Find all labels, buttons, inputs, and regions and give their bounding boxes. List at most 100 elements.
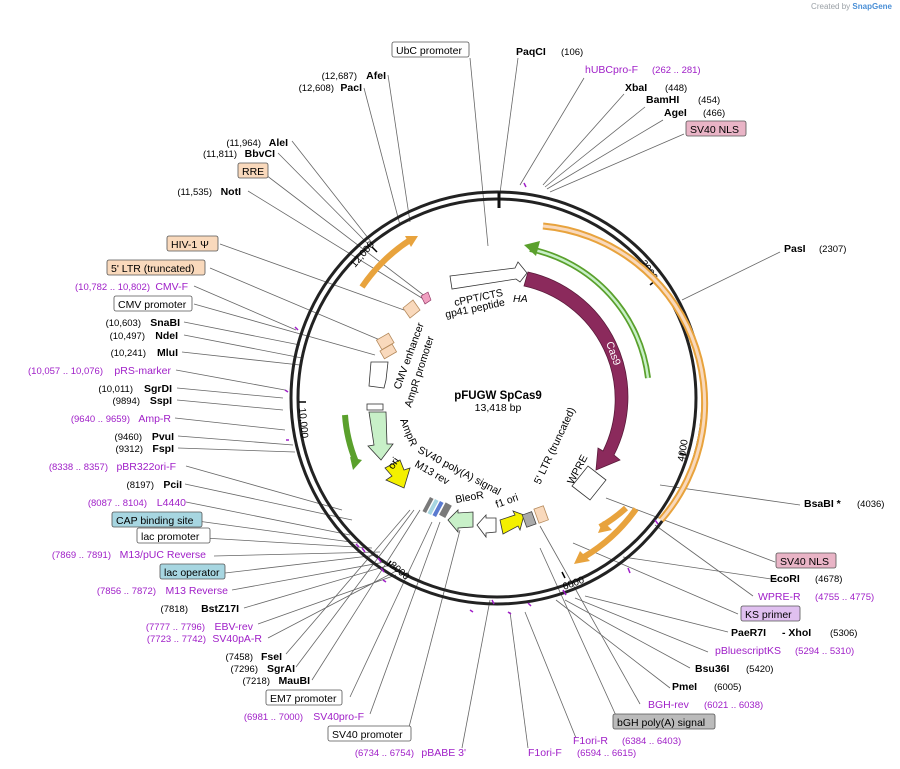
primer-pbks-pos: (5294 .. 5310) [795, 646, 854, 657]
ubc-promoter-label: UbC promoter [396, 45, 462, 57]
primers-left: CMV-F (10,782 .. 10,802) pRS-marker (10,… [28, 281, 466, 759]
orange-arrow-wpre [598, 505, 629, 530]
cmv-promoter-label: CMV promoter [118, 299, 187, 311]
primer-bgh-rev: BGH-rev [648, 699, 690, 711]
hiv-psi-label: HIV-1 Ψ [171, 239, 209, 251]
cmv-promoter-box [113, 295, 193, 312]
primer-m13-puc: M13/pUC Reverse [120, 549, 207, 561]
primer-pbabe: pBABE 3' [421, 747, 466, 759]
primers-right: hUBCpro-F (262 .. 281) WPRE-R (4755 .. 4… [528, 64, 874, 759]
outer-orange-arc-inner [542, 224, 707, 521]
feature-boxes: UbC promoter SV40 NLS RRE HIV-1 Ψ 5' LTR… [106, 41, 837, 742]
primer-l4440-pos: (8087 .. 8104) [88, 498, 147, 509]
primer-m13-puc-pos: (7869 .. 7891) [52, 550, 111, 561]
primer-pbr322: pBR322ori-F [116, 461, 176, 473]
lac-promoter-box [136, 527, 211, 544]
primer-hubc-pos: (262 .. 281) [652, 65, 701, 76]
primer-f1ori-r-pos: (6384 .. 6403) [622, 736, 681, 747]
site-pcii-pos: (8197) [127, 480, 154, 491]
cap-binding-label: CAP binding site [116, 515, 194, 527]
primer-pbr322-pos: (8338 .. 8357) [49, 462, 108, 473]
cppt-cts-arrow [449, 261, 528, 290]
primer-bgh-rev-pos: (6021 .. 6038) [704, 700, 763, 711]
site-sgrai-pos: (7296) [231, 664, 258, 675]
site-afei-pos: (12,687) [322, 71, 357, 82]
site-bsabi: BsaBI * [804, 498, 842, 510]
primer-wpre-r: WPRE-R [758, 591, 801, 603]
site-agei: AgeI [664, 107, 687, 119]
bgh-polya-label: bGH poly(A) signal [617, 717, 705, 729]
primer-prs-pos: (10,057 .. 10,076) [28, 366, 103, 377]
tick-label-12000: 12,000 [349, 239, 377, 270]
primer-sv40pro-f-pos: (6981 .. 7000) [244, 712, 303, 723]
cap-binding-box [111, 511, 203, 528]
orange-arrow-12000-head [405, 236, 418, 247]
em7-promoter-label: EM7 promoter [270, 693, 337, 705]
orange-arrow-12000 [359, 237, 412, 289]
primer-pbabe-pos: (6734 .. 6754) [355, 748, 414, 759]
ampr-promoter-box [366, 403, 384, 411]
sv40-nls-bottom-box [775, 552, 837, 569]
site-alei: AleI [269, 137, 288, 149]
green-arrow-ampr [342, 414, 359, 464]
primer-f1ori-f: F1ori-F [528, 747, 562, 759]
snapgene-logo: SnapGene [852, 2, 892, 11]
primer-m13-rev-pos: (7856 .. 7872) [97, 586, 156, 597]
primer-f1ori-f-pos: (6594 .. 6615) [577, 748, 636, 759]
ori-arrow [384, 459, 411, 489]
primer-m13-rev: M13 Reverse [166, 585, 229, 597]
site-pvui: PvuI [152, 431, 174, 443]
plasmid-name: pFUGW SpCas9 [454, 390, 542, 402]
sv40-nls-bottom-label: SV40 NLS [780, 556, 829, 568]
site-sgrai: SgrAI [267, 663, 295, 675]
site-mlui-pos: (10,241) [111, 348, 146, 359]
primer-wpre-r-pos: (4755 .. 4775) [815, 592, 874, 603]
f1-ori-arrow [499, 510, 525, 535]
orange-arrow-5000 [582, 507, 639, 560]
site-paer7i: PaeR7I [731, 627, 766, 639]
cas9-arrow [523, 271, 629, 471]
primer-pbks: pBluescriptKS [715, 645, 781, 657]
hiv-psi-marker [420, 291, 432, 305]
site-sgrdi-pos: (10,011) [98, 384, 133, 395]
primer-amp-r: Amp-R [138, 413, 171, 425]
primer-cmv-f-pos: (10,782 .. 10,802) [75, 282, 150, 293]
lac-operator-label: lac operator [164, 567, 220, 579]
site-ndei: NdeI [155, 330, 178, 342]
site-fsei: FseI [261, 651, 282, 663]
lac-promoter-label: lac promoter [141, 531, 200, 543]
site-bsabi-pos: (4036) [857, 499, 884, 510]
site-noti: NotI [221, 186, 241, 198]
site-paci: PacI [340, 82, 362, 94]
site-paci-pos: (12,608) [299, 83, 334, 94]
primer-stack [422, 496, 452, 519]
site-mlui: MluI [157, 347, 178, 359]
site-snabi: SnaBI [150, 317, 180, 329]
site-pcii: PciI [163, 479, 182, 491]
ks-primer-box [740, 605, 801, 622]
site-paqci-pos: (106) [561, 47, 583, 58]
site-pmei-pos: (6005) [714, 682, 741, 693]
site-fspi-pos: (9312) [116, 444, 143, 455]
sites-right: PaqCI (106) XbaI (448) BamHI (454) AgeI … [516, 46, 884, 693]
primer-hubc: hUBCpro-F [585, 64, 638, 76]
tick-label-10000: 10,000 [296, 407, 310, 439]
site-pasi-pos: (2307) [819, 244, 846, 255]
leader-lines [174, 57, 801, 749]
ha-label: HA [513, 293, 528, 305]
site-fspi: FspI [152, 443, 174, 455]
site-bbvci: BbvCI [245, 148, 275, 160]
site-bamhi: BamHI [646, 94, 679, 106]
site-bbvci-pos: (11,811) [203, 149, 237, 160]
ltr-label-box [106, 259, 206, 276]
site-afei: AfeI [366, 70, 386, 82]
site-bsu36i: Bsu36I [695, 663, 730, 675]
site-pasi: PasI [784, 243, 806, 255]
orange-arrow-5000-head [574, 551, 590, 564]
snapgene-credit: Created by SnapGene [811, 2, 892, 11]
primer-ebv-rev: EBV-rev [214, 621, 253, 633]
sv40-nls-top-box [685, 120, 747, 137]
site-xbai: XbaI [625, 82, 647, 94]
primer-ticks [284, 182, 659, 615]
tick-label-4000: 4000 [676, 438, 691, 462]
